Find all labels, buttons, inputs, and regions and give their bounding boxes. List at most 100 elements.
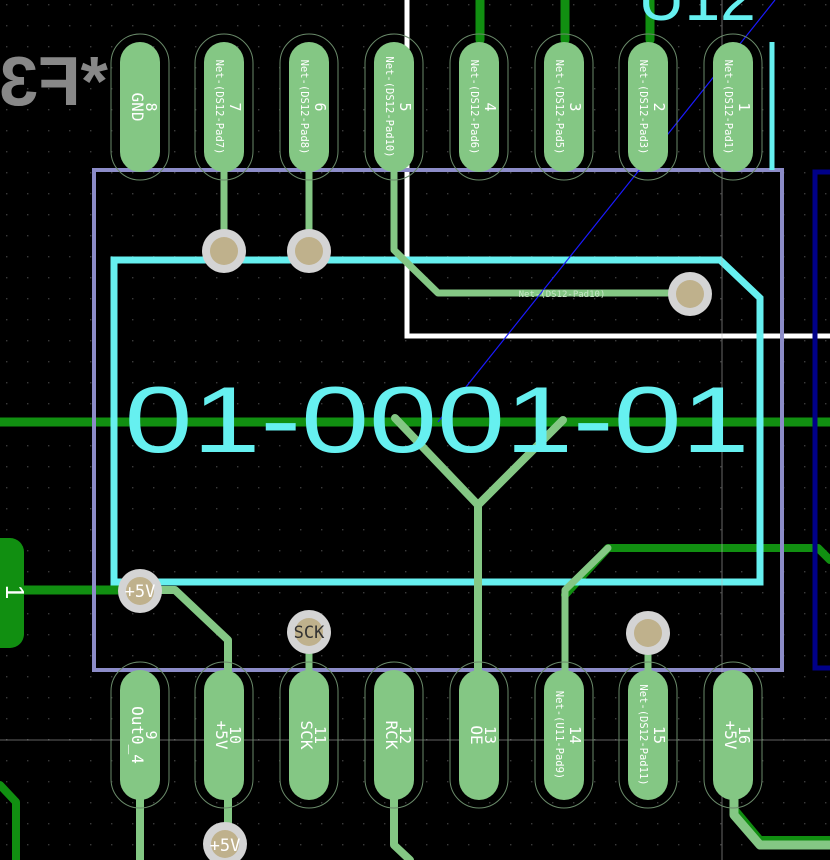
pad-clearance-outline [703,33,763,181]
via-sck[interactable]: SCK [287,610,331,654]
pad-number: 1 [735,102,753,111]
back-pad-left[interactable] [0,538,24,648]
track-pad5-via[interactable] [390,146,694,297]
pad-net-name: Net-(DS12-Pad8) [298,60,310,155]
via-net-pad7[interactable] [202,229,246,273]
pad-clearance-outline [534,33,594,181]
pad-clearance-outline [110,33,170,181]
pad-copper [289,42,329,172]
pad-net-name: Net-(DS12-Pad11) [637,684,649,785]
pad-10[interactable]: 10+5V [194,661,254,809]
pad-clearance-outline [534,661,594,809]
pad-number: 5 [396,102,414,111]
pad-clearance-outline [110,661,170,809]
pad-number: 4 [481,102,499,111]
pad-number: 11 [311,726,329,744]
pad-net-name: Net-(DS12-Pad10) [383,56,395,157]
pad-net-name: SCK [297,721,316,750]
pad-16[interactable]: 16+5V [703,661,763,809]
track-pad14[interactable] [561,544,612,694]
pad-number: 6 [311,102,329,111]
pad-net-name: Net-(DS12-Pad6) [468,60,480,155]
pad-number: 16 [735,726,753,744]
pad-copper [120,42,160,172]
pad-net-name: +5V [212,721,231,750]
pad-net-name: +5V [721,721,740,750]
pad-number: 10 [226,726,244,744]
pad-number: 8 [142,102,160,111]
via-5v-bottom[interactable]: +5V [203,822,247,860]
via-label: SCK [294,623,325,643]
pad-copper [544,42,584,172]
pad-clearance-outline [364,661,424,809]
via-net-pad8[interactable] [287,229,331,273]
pad-copper [628,670,668,800]
neighbor-courtyard [812,169,830,671]
fab-left-marker: 1 [0,585,30,599]
pad-copper [289,670,329,800]
pad-copper [713,42,753,172]
pad-copper [544,670,584,800]
pad-net-name: GND [128,93,147,122]
pad-number: 7 [226,102,244,111]
pad-clearance-outline [618,661,678,809]
via-5v-left[interactable]: +5V [118,569,162,613]
pad-net-name: RCK [382,721,401,750]
pad-clearance-outline [279,661,339,809]
via-label: +5V [210,836,241,856]
vias: +5V SCK +5V [118,229,712,860]
pad-number: 15 [650,726,668,744]
pad-net-name: Net-(DS12-Pad7) [213,60,225,155]
pad-number: 9 [142,730,160,739]
back-track-bottom-left[interactable] [0,781,20,860]
pad-copper [204,670,244,800]
pad-clearance-outline [194,33,254,181]
pad-copper [628,42,668,172]
via-net-pad11[interactable] [626,611,670,655]
track-net-label: Net-(DS12-Pad10) [519,290,606,300]
pad-copper [204,42,244,172]
pad-clearance-outline [279,33,339,181]
pad-net-name: Net-(DS12-Pad3) [637,60,649,155]
component-courtyard [92,168,784,672]
pad-number: 3 [566,102,584,111]
pad-number: 12 [396,726,414,744]
pad-net-name: Net-(DS12-Pad5) [553,60,565,155]
pad-net-name: Net-(DS12-Pad1) [722,60,734,155]
pad-clearance-outline [449,33,509,181]
pad-copper [713,670,753,800]
pad-net-name: OE [467,725,486,744]
pad-number: 2 [650,102,668,111]
via-label: +5V [125,582,156,602]
via-net-pad10[interactable] [668,272,712,316]
pad-net-name: Net-(U11-Pad9) [553,691,565,780]
pad-clearance-outline [618,33,678,181]
silkscreen-body-outline [110,256,764,586]
track-pad12-down[interactable] [390,776,414,860]
pad-copper [374,670,414,800]
pad-number: 14 [566,726,584,744]
pad-net-name: Out0_4 [128,706,147,764]
pad-copper [459,670,499,800]
pad-clearance-outline [449,661,509,809]
pad-number: 13 [481,726,499,744]
pad-copper [459,42,499,172]
fab-mirrored-text: *F3 [0,42,108,120]
